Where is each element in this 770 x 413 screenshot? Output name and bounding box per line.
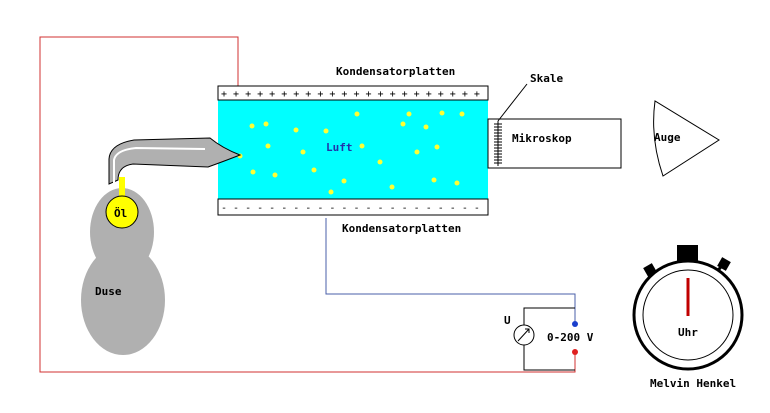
oil-droplet [414, 149, 420, 155]
capacitor-plate-bottom: - - - - - - - - - - - - - - - - - - - - … [217, 198, 489, 216]
air-label: Luft [326, 141, 353, 154]
oil-droplet [406, 111, 412, 117]
capacitor-plate-top: + + + + + + + + + + + + + + + + + + + + … [217, 85, 489, 101]
author-label: Melvin Henkel [650, 377, 736, 390]
oil-droplet [454, 180, 460, 186]
microscope-label: Mikroskop [512, 132, 572, 145]
atomizer [81, 137, 242, 355]
oil-droplet [311, 167, 317, 173]
clock-label: Uhr [678, 326, 698, 339]
red-wire [39, 36, 576, 373]
oil-droplet [249, 123, 255, 129]
voltmeter-icon [513, 324, 535, 346]
scale-label: Skale [530, 72, 563, 85]
plates-top-label: Kondensatorplatten [336, 65, 455, 78]
microscope [487, 118, 622, 169]
svg-text:+ + + + + + + + + + + + + + +: + + + + + + + + + + + + + + + + + + + + … [221, 89, 480, 100]
eye-label: Auge [654, 131, 681, 144]
oil-droplet [377, 159, 383, 165]
terminal-negative [572, 321, 578, 327]
oil-droplet [328, 189, 334, 195]
oil-droplets [237, 110, 465, 195]
oil-droplet [272, 172, 278, 178]
scale-ticks [494, 121, 502, 166]
scale-pointer [497, 83, 528, 122]
oil-droplet [293, 127, 299, 133]
oil-droplet [389, 184, 395, 190]
oil-label: Öl [114, 206, 127, 220]
oil-reservoir [105, 195, 139, 229]
air-chamber [218, 100, 488, 199]
oil-droplet [434, 144, 440, 150]
atomizer-label: Duse [95, 285, 122, 298]
oil-droplet [265, 143, 271, 149]
oil-droplet [431, 177, 437, 183]
oil-droplet [341, 178, 347, 184]
eye-icon [653, 100, 720, 177]
terminal-positive [572, 349, 578, 355]
voltmeter-symbol: U [504, 314, 511, 327]
plates-bottom-label: Kondensatorplatten [342, 222, 461, 235]
oil-droplet [439, 110, 445, 116]
oil-droplet [423, 124, 429, 130]
oil-droplet [250, 169, 256, 175]
oil-droplet [323, 128, 329, 134]
oil-droplet [263, 121, 269, 127]
oil-droplet [459, 111, 465, 117]
stopwatch-icon [632, 245, 744, 371]
svg-text:- - - - - - - - - - - - - - -: - - - - - - - - - - - - - - - - - - - - … [221, 203, 480, 214]
voltage-range-label: 0-200 V [547, 331, 594, 344]
oil-droplet [300, 149, 306, 155]
oil-droplet [400, 121, 406, 127]
oil-droplet [359, 143, 365, 149]
oil-droplet [354, 111, 360, 117]
